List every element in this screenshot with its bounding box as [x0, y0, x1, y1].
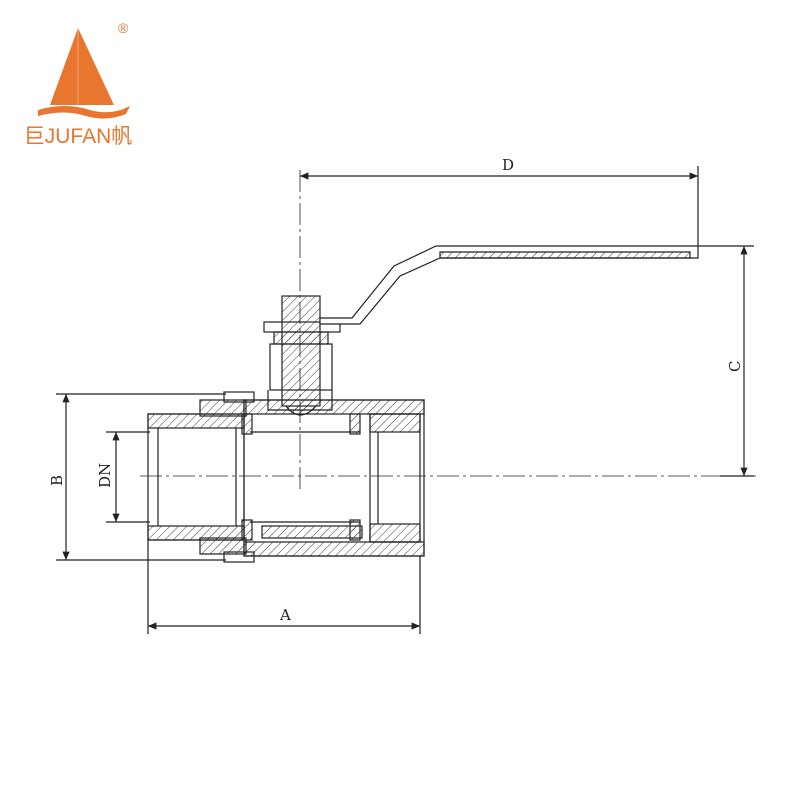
brand-name: 巨JUFAN帆	[23, 125, 133, 148]
dimension-a-label: A	[279, 606, 291, 624]
dimension-d-label: D	[502, 156, 514, 174]
brand-logo: ®	[20, 10, 150, 160]
dimension-b-label: B	[48, 475, 66, 486]
dimension-c-label: C	[726, 361, 744, 372]
dimension-dn-label: DN	[96, 463, 114, 488]
sailboat-icon	[38, 28, 130, 119]
registered-mark: ®	[118, 20, 129, 36]
